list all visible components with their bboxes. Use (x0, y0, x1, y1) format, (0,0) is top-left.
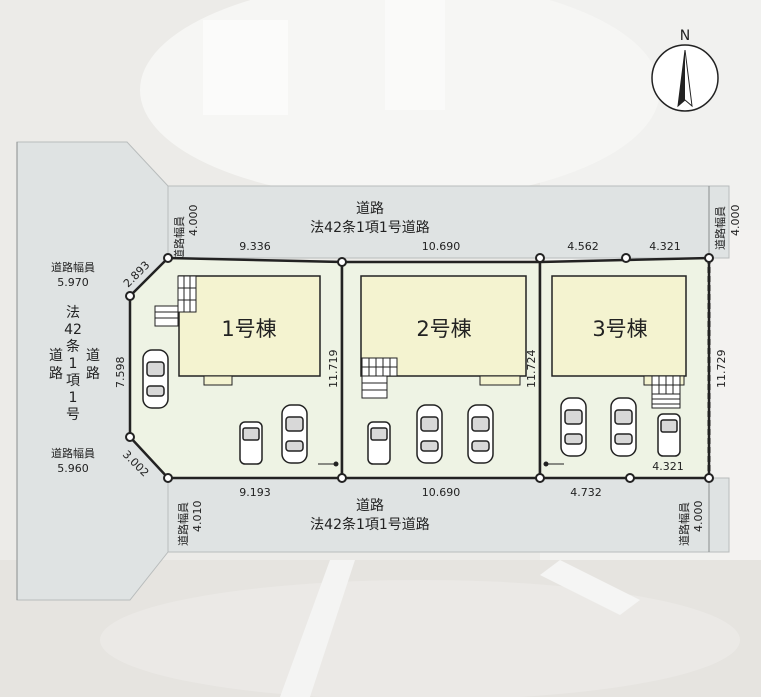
marker (625, 473, 635, 483)
dim-top: 10.690 (422, 240, 461, 253)
car-icon (416, 404, 443, 464)
dim-depth-1: 11.719 (327, 350, 340, 389)
marker (621, 253, 631, 263)
west-road-char: 道 (86, 348, 100, 364)
dim-top: 4.562 (567, 240, 599, 253)
west-road-char: 42 (64, 322, 82, 338)
building-1-label: 1号棟 (221, 317, 276, 341)
dim-top: 9.336 (239, 240, 271, 253)
west-road-char: 条 (66, 338, 80, 355)
marker (535, 253, 545, 263)
car-icon (467, 404, 494, 464)
stair-steps-3 (651, 393, 681, 409)
stair-steps-1 (154, 305, 179, 327)
road-width-value-west-top: 5.970 (57, 276, 89, 289)
road-width-value-north-right: 4.000 (729, 205, 742, 237)
car-icon (142, 349, 169, 409)
west-road-char: 項 (66, 373, 80, 389)
road-width-label-south-right: 道路幅員 (677, 502, 691, 546)
compass: N (651, 28, 719, 112)
south-road-title: 道路 (356, 498, 384, 514)
stair-steps-2 (361, 375, 388, 399)
west-road-char: 道 (49, 348, 63, 364)
south-road-sub: 法42条1項1号道路 (310, 516, 430, 533)
marker (704, 253, 714, 263)
road-width-label-north-left: 道路幅員 (172, 216, 186, 260)
gate-lines (318, 461, 564, 467)
car-icon (239, 421, 263, 465)
road-width-value-south-right: 4.000 (692, 501, 705, 533)
marker (535, 473, 545, 483)
car-icon (610, 397, 637, 457)
building-3-label: 3号棟 (592, 317, 647, 341)
building-1 (178, 275, 321, 377)
dim-bottom: 9.193 (239, 486, 271, 499)
marker (704, 473, 714, 483)
car-icon (281, 404, 308, 464)
building-2-porch (479, 375, 521, 386)
building-1-porch (203, 375, 233, 386)
marker (337, 473, 347, 483)
dim-lot3-inner: 4.321 (652, 460, 684, 473)
dim-top: 4.321 (649, 240, 681, 253)
dim-bottom: 10.690 (422, 486, 461, 499)
road-width-value-north-left: 4.000 (187, 205, 200, 237)
car-icon (367, 421, 391, 465)
car-icon (560, 397, 587, 457)
north-road-title: 道路 (356, 201, 384, 217)
west-road-char: 1 (69, 390, 78, 406)
cars (142, 349, 681, 465)
car-icon (657, 413, 681, 457)
road-width-value-south-left: 4.010 (191, 501, 204, 533)
marker (163, 253, 173, 263)
road-width-label-west-bottom: 道路幅員 (51, 446, 95, 460)
road-width-value-west-bottom: 5.960 (57, 462, 89, 475)
dim-depth-2: 11.724 (525, 350, 538, 389)
marker (125, 291, 135, 301)
marker (125, 432, 135, 442)
buildings: 1号棟 2号棟 3号棟 (178, 275, 687, 386)
stair-grid-1 (177, 275, 197, 313)
west-road-char: 号 (66, 407, 80, 423)
west-road-char: 法 (66, 305, 80, 321)
dim-depth-3: 11.729 (715, 350, 728, 389)
west-road-char: 路 (49, 366, 63, 382)
dim-west-side: 7.598 (114, 357, 127, 389)
dim-bottom: 4.732 (570, 486, 602, 499)
compass-label: N (680, 28, 690, 44)
west-road-char: 路 (86, 366, 100, 382)
stairs (154, 275, 681, 409)
road-width-label-west-top: 道路幅員 (51, 260, 95, 274)
building-3 (551, 275, 687, 377)
marker (337, 257, 347, 267)
west-road-char: 1 (69, 356, 78, 372)
road-width-label-north-right: 道路幅員 (713, 206, 727, 250)
boundary-markers (125, 253, 714, 483)
road-width-label-south-left: 道路幅員 (176, 502, 190, 546)
marker (163, 473, 173, 483)
north-road-sub: 法42条1項1号道路 (310, 219, 430, 236)
building-2-label: 2号棟 (416, 317, 471, 341)
roads (16, 141, 730, 601)
west-road-label: 法 42 条 1 項 1 号 道 路 道 路 (49, 305, 100, 423)
